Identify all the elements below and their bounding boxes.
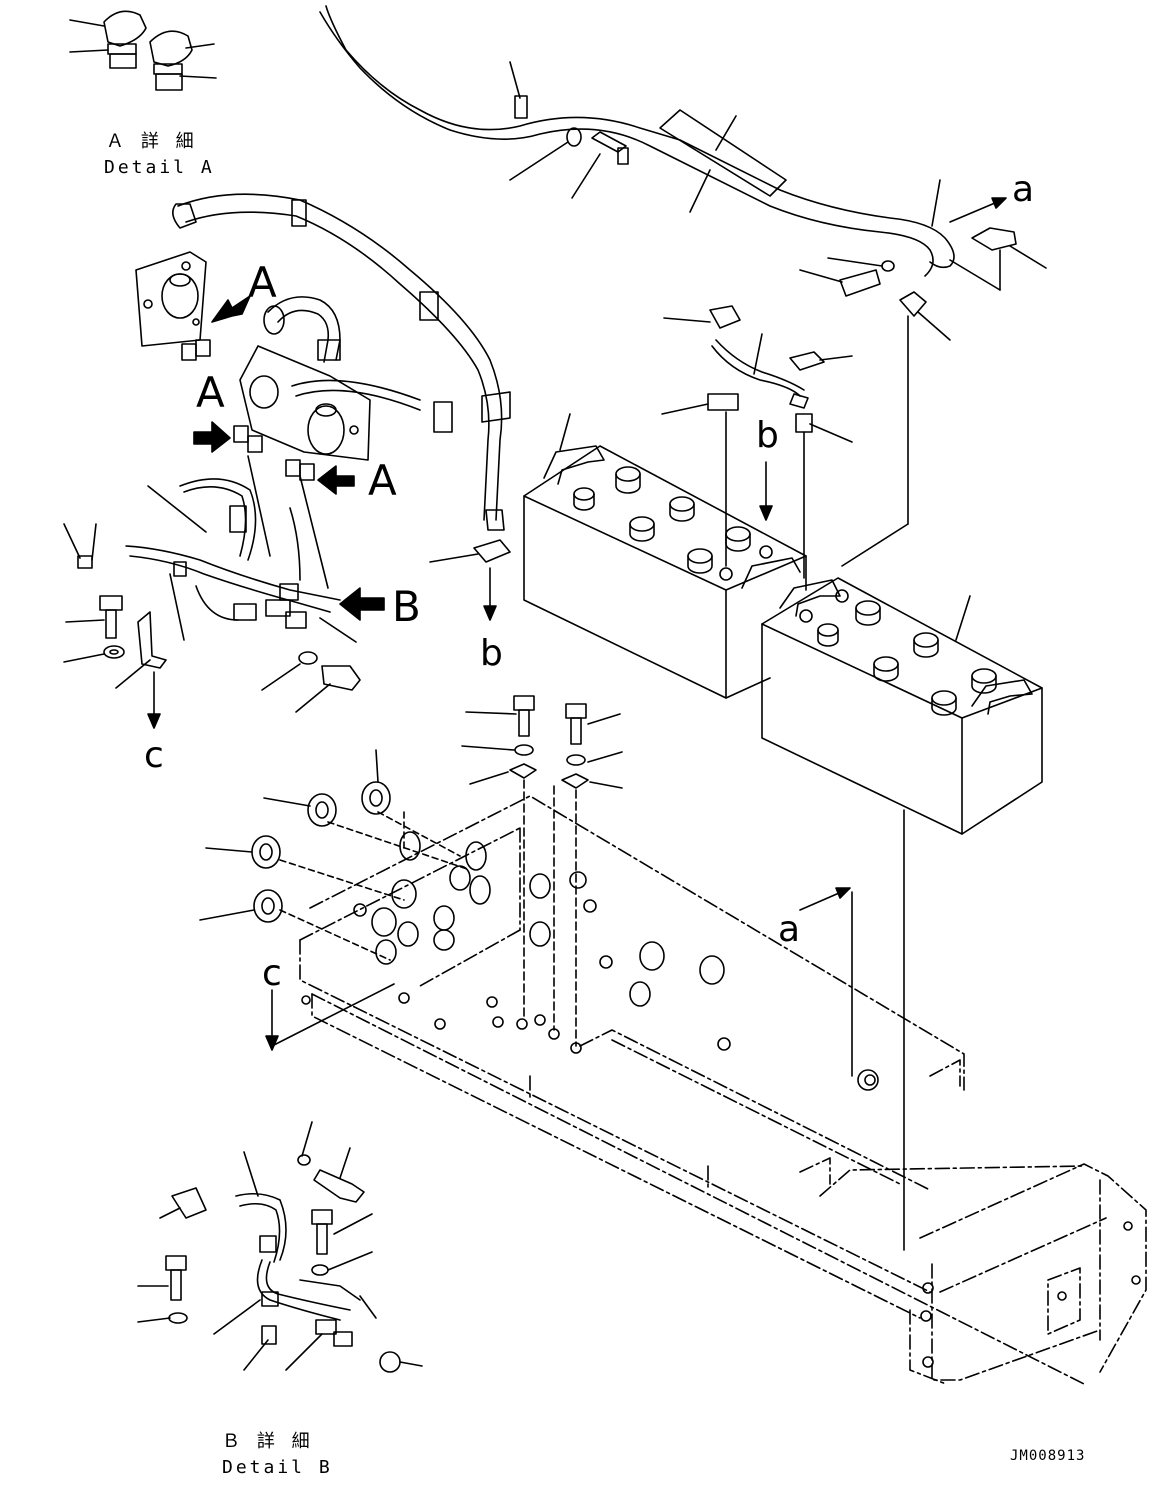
base-plate-holes xyxy=(301,831,1141,1368)
left-fasteners xyxy=(63,595,361,713)
arrow-b-battery xyxy=(759,461,773,521)
wire-harness xyxy=(63,455,357,643)
arrow-a-lower xyxy=(799,887,853,1077)
battery-left xyxy=(523,445,807,699)
callout-a-3: A xyxy=(368,456,397,505)
callout-b-middle: b xyxy=(480,633,503,674)
arrow-a-upper xyxy=(949,197,1007,223)
terminal-hardware-upper xyxy=(799,227,1047,341)
detail-b-title-jp: Ｂ 詳 細 xyxy=(222,1431,313,1452)
grommet-leaders xyxy=(279,811,471,961)
arrow-a-callouts xyxy=(193,295,385,621)
callout-a-lower: a xyxy=(778,909,801,950)
arrow-b-middle xyxy=(429,539,511,621)
callout-a-1: A xyxy=(248,258,277,307)
callout-c-lower: c xyxy=(262,953,282,994)
grommets xyxy=(199,749,391,923)
arrow-c-lower xyxy=(265,983,395,1051)
callout-b-battery: b xyxy=(756,415,779,456)
upper-cable-leaders xyxy=(509,61,941,227)
callout-b: B xyxy=(392,582,421,631)
upper-cable xyxy=(319,5,955,277)
detail-b-assembly xyxy=(137,1121,423,1373)
callout-a-upper: a xyxy=(1012,169,1035,210)
detail-a-title-en: Detail A xyxy=(104,157,215,178)
drawing-code: JM008913 xyxy=(1010,1448,1086,1464)
detail-a-caps xyxy=(69,10,217,91)
battery-right xyxy=(559,413,1043,1251)
detail-a-title-jp: Ａ 詳 細 xyxy=(106,131,197,152)
detail-b-title-en: Detail B xyxy=(222,1457,333,1478)
base-plate xyxy=(299,795,1147,1385)
base-bolts xyxy=(461,695,623,1047)
relay-assembly xyxy=(135,193,511,531)
arrow-c-left xyxy=(147,671,161,729)
callout-a-2: A xyxy=(196,368,225,417)
battery-cable xyxy=(661,305,909,579)
callout-c-left: c xyxy=(144,735,164,776)
